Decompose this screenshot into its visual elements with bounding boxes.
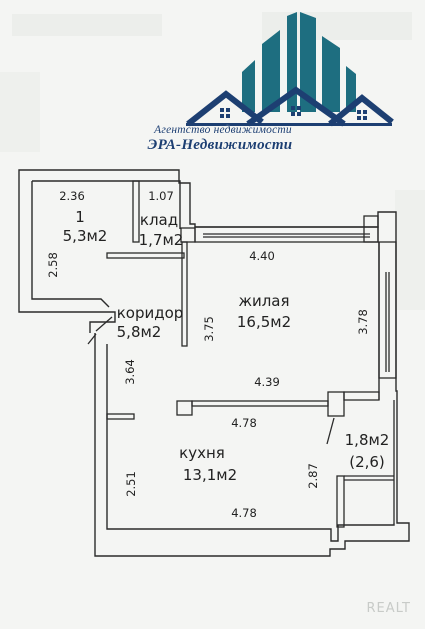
dim-room1-width: 2.36 xyxy=(59,189,85,203)
dim-kitchen-bottom: 4.78 xyxy=(231,506,257,520)
corridor-area: 5,8м2 xyxy=(117,323,162,341)
dim-room1-depth: 2.58 xyxy=(46,252,60,278)
interior-walls xyxy=(87,180,397,528)
kitchen-area: 13,1м2 xyxy=(183,466,237,484)
dim-living-right: 3.78 xyxy=(356,309,370,335)
agency-name: ЭРА-Недвижимости xyxy=(147,137,293,153)
dim-living-top: 4.40 xyxy=(249,249,275,263)
dim-corridor-depth: 3.64 xyxy=(123,359,137,385)
room-labels: 1 5,3м2 клад 1,7м2 коридор 5,8м2 жилая 1… xyxy=(63,208,390,484)
dim-living-bottom: 4.39 xyxy=(254,375,280,389)
corridor-name: коридор xyxy=(117,304,184,322)
storage-area: 1,7м2 xyxy=(139,231,184,249)
background-texture xyxy=(0,12,425,310)
realt-watermark: REALT xyxy=(366,601,411,616)
dim-storage-width: 1.07 xyxy=(148,189,174,203)
dimension-labels: 2.36 1.07 4.40 4.39 4.78 4.78 2.58 3.75 … xyxy=(46,189,370,520)
balcony-area: 1,8м2 xyxy=(345,431,390,449)
balcony-note: (2,6) xyxy=(349,453,385,471)
dim-kitchen-left: 2.51 xyxy=(124,471,138,497)
living-room-name: жилая xyxy=(238,292,289,310)
dim-living-left: 3.75 xyxy=(202,316,216,342)
room1-area: 5,3м2 xyxy=(63,227,108,245)
city-skyline-logo-icon xyxy=(186,12,394,127)
kitchen-name: кухня xyxy=(179,444,225,462)
dim-kitchen-right: 2.87 xyxy=(306,463,320,489)
storage-name: клад xyxy=(140,211,178,229)
dim-kitchen-top: 4.78 xyxy=(231,416,257,430)
living-room-area: 16,5м2 xyxy=(237,313,291,331)
room1-number: 1 xyxy=(75,208,85,226)
agency-tagline: Агентство недвижимости xyxy=(154,124,292,136)
